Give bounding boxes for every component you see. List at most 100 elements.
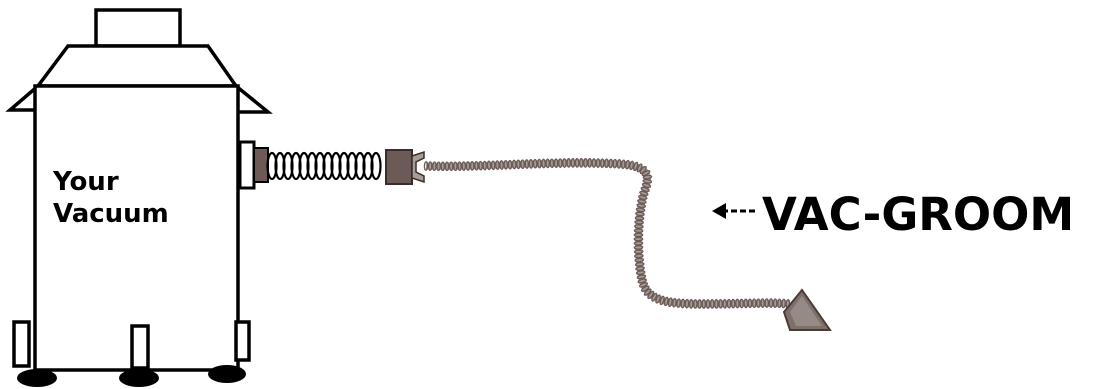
hose-ring [482, 160, 488, 171]
vacuum-wheel-left [17, 369, 57, 387]
hose-ring [743, 298, 749, 309]
hose-ring [436, 161, 441, 172]
hose-ring [427, 161, 433, 171]
hose-ring [636, 274, 647, 280]
hose-ring [562, 158, 567, 168]
hose-ring [635, 207, 646, 213]
hose-ring [570, 158, 576, 168]
hose-ring [735, 298, 740, 309]
vacuum-top-handle [94, 8, 182, 48]
hose-ring [634, 215, 645, 221]
vac-groom-label: VAC-GROOM [762, 188, 1074, 241]
hose-ring [457, 161, 462, 172]
hose-ring [638, 282, 649, 288]
vacuum-leg-right [234, 320, 251, 362]
hose-ring [423, 161, 429, 171]
hose-ring [566, 158, 571, 168]
hose-ring [474, 160, 479, 171]
hose-ring [465, 161, 471, 171]
hose-ring [634, 257, 645, 263]
hose-ring [722, 298, 728, 309]
hose-ring [633, 236, 644, 242]
hose-ring [432, 161, 437, 172]
hose-ring [642, 174, 653, 180]
hose-ring [651, 292, 658, 302]
hose-ring [701, 299, 707, 309]
hose-ring [643, 288, 652, 296]
hose-ring [621, 159, 626, 170]
hose-ring [587, 158, 592, 168]
hose-coil-section [266, 151, 382, 181]
vac-groom-callout: VAC-GROOM [712, 188, 1074, 241]
vac-groom-nozzle [782, 288, 832, 331]
hose-ring [545, 158, 550, 169]
hose-ring [640, 186, 650, 193]
hose-ring [634, 220, 644, 225]
vacuum-body [33, 84, 240, 372]
vacuum-hose-port [238, 140, 269, 190]
hose-ring [709, 299, 715, 309]
hose-ring [541, 158, 546, 169]
hose-ring [532, 158, 538, 169]
hose-ring [591, 158, 597, 168]
hose-ring [684, 298, 690, 309]
hose-ring [625, 159, 630, 170]
hose-ring [647, 290, 655, 300]
hose-ring [634, 224, 644, 229]
hose-ring [537, 158, 542, 169]
hose-ring [528, 159, 534, 169]
hose-ring [633, 245, 644, 250]
hose-ring [453, 161, 458, 172]
hose-ring [511, 159, 517, 170]
hose-ring [726, 298, 732, 309]
hose-ring [633, 228, 644, 233]
hose-ring [633, 241, 644, 246]
hose-ring [777, 298, 782, 309]
hose-ring [676, 298, 681, 309]
hose-ring [641, 169, 651, 177]
hose-ring [507, 159, 513, 170]
hose-ring [697, 299, 702, 309]
hose-ring [638, 194, 648, 200]
hose-ring [490, 160, 496, 171]
hose-ring [574, 158, 580, 168]
hose-ring [730, 298, 736, 309]
hose-ring [667, 297, 673, 308]
hose-ring [739, 298, 744, 309]
hose-ring [634, 261, 645, 267]
hose-ring [672, 297, 677, 308]
hose-coil-loop [370, 151, 382, 181]
hose-ring [635, 270, 646, 275]
vacuum-right-flange [234, 82, 273, 114]
hose-ring [772, 298, 778, 309]
hose-ring [768, 298, 774, 308]
hose-ring [558, 158, 563, 168]
hose-ring [549, 158, 555, 169]
vacuum-wheel-right [208, 365, 246, 383]
left-arrow-icon [712, 203, 757, 219]
hose-ring [693, 299, 698, 309]
hose-ring [633, 161, 639, 172]
hose-body [425, 159, 791, 308]
hose-ring [604, 158, 609, 169]
hose-ring [714, 299, 719, 309]
hose-ring [634, 253, 644, 259]
hose-ring [440, 161, 446, 172]
vacuum-wheel-middle [119, 369, 159, 387]
hose-ring [760, 298, 765, 308]
hose-ring [616, 159, 622, 169]
hose-ring [781, 298, 786, 309]
hose-ring [553, 158, 559, 169]
hose-ring [751, 298, 757, 309]
vacuum-label-line2: Vacuum [53, 199, 169, 229]
hose-ring [633, 249, 644, 254]
vacuum-canister: Your Vacuum [5, 8, 273, 387]
vacuum-label-line1: Your [52, 167, 119, 197]
hose-ring [579, 158, 584, 168]
vacuum-lid [34, 44, 240, 88]
hose-ring [637, 199, 647, 204]
vacuum-leg-middle [130, 324, 150, 370]
hose-ring [680, 298, 686, 309]
hose-ring [688, 299, 694, 309]
hose-ring [764, 298, 770, 308]
